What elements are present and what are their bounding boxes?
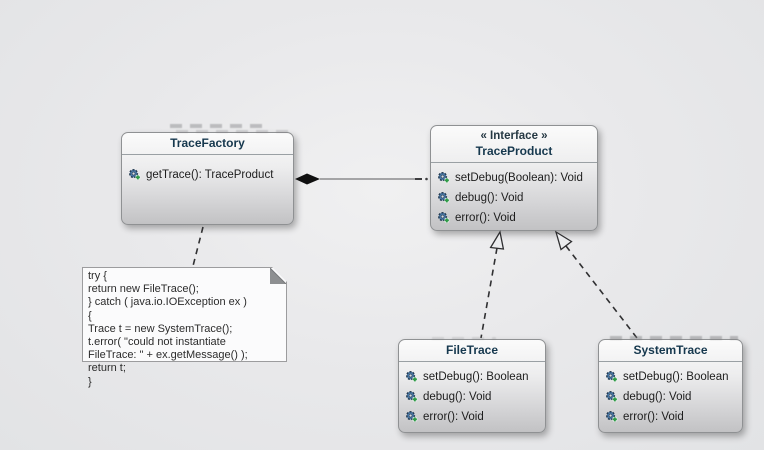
- method-label: debug(): Void: [455, 191, 524, 204]
- code-note[interactable]: [82, 267, 287, 362]
- method-item: getTrace(): TraceProduct: [128, 168, 287, 181]
- class-header: TraceFactory: [122, 133, 293, 155]
- class-header: SystemTrace: [599, 340, 742, 362]
- gear-plus-method-icon: [606, 411, 618, 422]
- method-label: getTrace(): TraceProduct: [146, 168, 274, 181]
- gear-plus-method-icon: [129, 169, 141, 180]
- method-label: error(): Void: [623, 410, 684, 423]
- note-anchor-line: [192, 226, 204, 267]
- class-name-label: FileTrace: [445, 343, 499, 357]
- stereotype-label: « Interface »: [480, 130, 548, 142]
- gear-plus-method-icon: [606, 371, 618, 382]
- class-name-label: TraceProduct: [475, 144, 553, 158]
- method-item: setDebug(): Boolean: [405, 370, 539, 383]
- filled-diamond-marker: [295, 173, 320, 185]
- class-header: FileTrace: [399, 340, 545, 362]
- gear-plus-method-icon: [438, 192, 450, 203]
- class-box-traceproduct[interactable]: « Interface » TraceProduct setDebug(Bool…: [430, 125, 598, 231]
- method-label: error(): Void: [455, 211, 516, 224]
- method-item: error(): Void: [405, 410, 539, 423]
- method-item: setDebug(): Boolean: [605, 370, 736, 383]
- hollow-triangle-marker: [489, 230, 505, 250]
- method-item: debug(): Void: [437, 191, 591, 204]
- smudge-mark: [170, 124, 266, 128]
- note-code-text: try { return new FileTrace(); } catch ( …: [88, 270, 248, 388]
- method-item: error(): Void: [605, 410, 736, 423]
- hollow-triangle-marker: [554, 230, 573, 251]
- method-label: setDebug(): Boolean: [623, 370, 729, 383]
- method-item: debug(): Void: [605, 390, 736, 403]
- class-box-systemtrace[interactable]: SystemTrace setDebug(): Boolean: [598, 339, 743, 433]
- method-label: error(): Void: [423, 410, 484, 423]
- method-item: debug(): Void: [405, 390, 539, 403]
- class-name-label: SystemTrace: [633, 343, 708, 357]
- gear-plus-method-icon: [406, 411, 418, 422]
- gear-plus-method-icon: [438, 172, 450, 183]
- method-label: setDebug(Boolean): Void: [455, 171, 583, 184]
- composition-association-tracefactory-traceproduct: [295, 173, 428, 185]
- method-item: setDebug(Boolean): Void: [437, 171, 591, 184]
- gear-plus-method-icon: [606, 391, 618, 402]
- class-box-tracefactory[interactable]: TraceFactory getTrace(): TraceProduct: [121, 132, 294, 225]
- class-name-label: TraceFactory: [170, 136, 245, 150]
- gear-plus-method-icon: [406, 391, 418, 402]
- class-box-filetrace[interactable]: FileTrace setDebug(): Boolean: [398, 339, 546, 433]
- gear-plus-method-icon: [438, 212, 450, 223]
- realization-systemtrace-traceproduct: [554, 230, 638, 339]
- note-fold-corner-icon: [270, 268, 286, 284]
- method-item: error(): Void: [437, 211, 591, 224]
- method-label: debug(): Void: [623, 390, 692, 403]
- method-label: debug(): Void: [423, 390, 492, 403]
- method-label: setDebug(): Boolean: [423, 370, 529, 383]
- gear-plus-method-icon: [406, 371, 418, 382]
- realization-filetrace-traceproduct: [480, 230, 505, 339]
- class-header: « Interface » TraceProduct: [431, 126, 597, 163]
